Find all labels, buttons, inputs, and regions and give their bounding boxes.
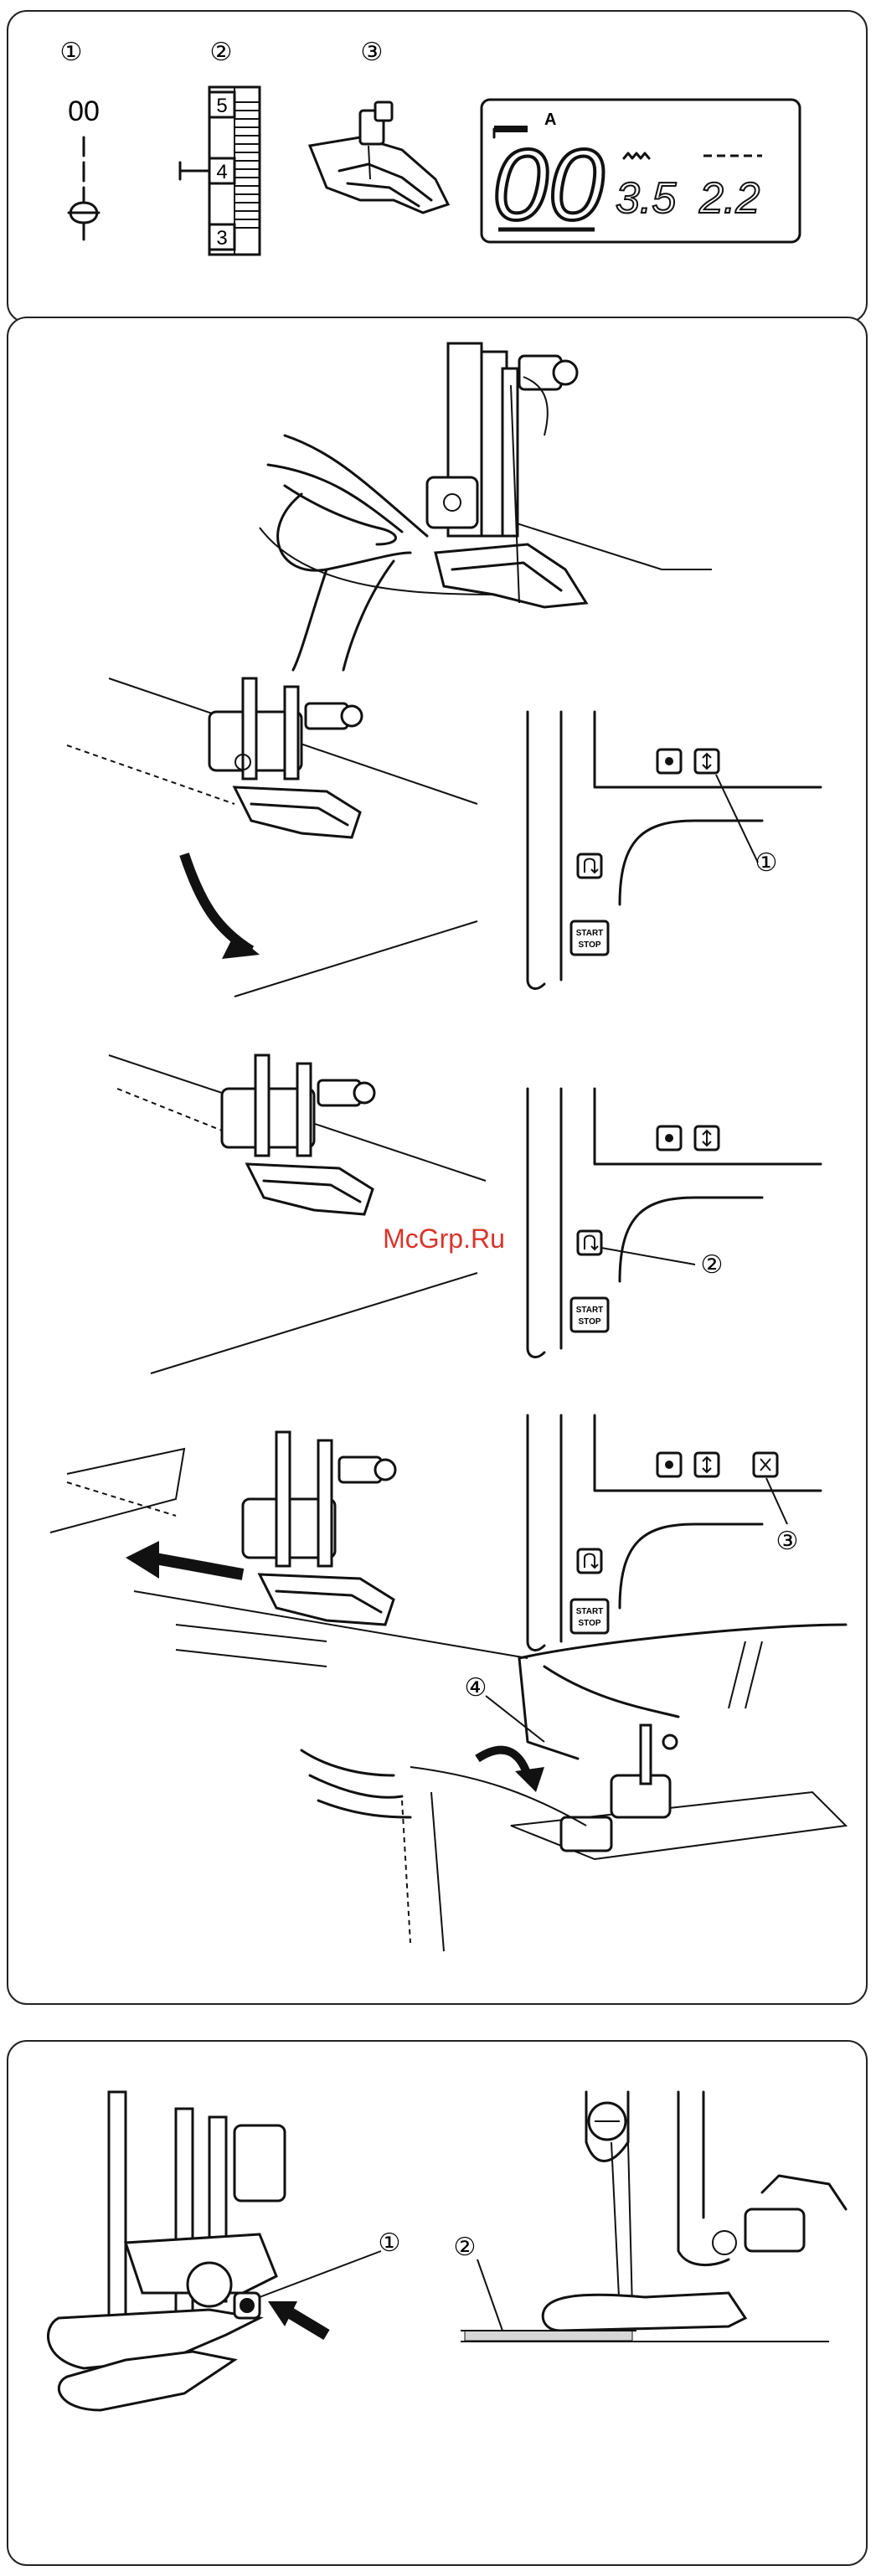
top-panel: ① ② ③ 00 5 <box>7 10 868 323</box>
straight-stitch-icon <box>69 137 99 240</box>
stop-label-2: STOP <box>578 1317 600 1327</box>
marker-2: ② <box>210 39 233 66</box>
lcd-pattern-number: 00 <box>492 129 604 241</box>
hands-holding-thread-figure <box>260 343 712 670</box>
start-stop-button-3[interactable] <box>571 1600 608 1633</box>
control-panel-2: START STOP ② <box>528 1089 821 1357</box>
callout-3: ③ <box>776 1528 799 1555</box>
middle-panel: START STOP ① <box>7 317 868 2005</box>
start-stop-button[interactable] <box>571 921 608 955</box>
stop-label-3: STOP <box>578 1619 600 1628</box>
control-panel-3: START STOP ③ <box>528 1415 821 1650</box>
lcd-display: A 00 3.5 2.2 <box>482 100 800 242</box>
dial-number-4: 4 <box>216 161 227 183</box>
dial-number-3: 3 <box>216 227 227 250</box>
stop-label-1: STOP <box>578 940 600 950</box>
lcd-mode-letter: A <box>544 111 556 129</box>
watermark: McGrp.Ru <box>383 1224 505 1254</box>
lcd-width: 3.5 <box>616 174 677 223</box>
side-view-figure: ② <box>454 2092 846 2342</box>
marker-1: ① <box>60 39 83 66</box>
presser-foot-a-icon <box>310 102 448 213</box>
callout-4: ④ <box>465 1674 487 1702</box>
pattern-number: 00 <box>68 95 100 127</box>
middle-panel-figures: START STOP ① <box>8 318 869 2007</box>
start-stop-button-2[interactable] <box>571 1298 608 1332</box>
start-stop-label-2: START <box>576 1306 604 1315</box>
stitch-width-dial: 5 4 3 <box>180 87 260 255</box>
callout-1: ① <box>755 849 778 877</box>
bottom-panel-figures: ① ② <box>8 2042 869 2568</box>
side-thread-cutter-figure: ④ <box>301 1625 846 1951</box>
lcd-length: 2.2 <box>698 174 760 223</box>
sewing-start-figure <box>67 678 477 997</box>
callout-1-bottom: ① <box>379 2229 401 2257</box>
marker-3: ③ <box>361 39 384 66</box>
presser-foot-button-figure: ① <box>49 2092 401 2410</box>
reverse-button[interactable] <box>578 854 601 878</box>
callout-2-bottom: ② <box>454 2233 477 2261</box>
start-stop-label-3: START <box>576 1607 604 1616</box>
dial-number-5: 5 <box>216 95 227 117</box>
top-panel-figures: ① ② ③ 00 5 <box>8 12 869 325</box>
control-panel-1: START STOP ① <box>528 712 821 988</box>
reverse-button-3[interactable] <box>578 1549 601 1573</box>
bottom-panel: ① ② <box>7 2040 868 2566</box>
callout-2: ② <box>701 1251 724 1279</box>
remove-fabric-figure <box>50 1432 528 1667</box>
reverse-button-2[interactable] <box>578 1231 601 1255</box>
reverse-stitch-figure <box>109 1055 486 1373</box>
start-stop-label-1: START <box>576 929 604 938</box>
